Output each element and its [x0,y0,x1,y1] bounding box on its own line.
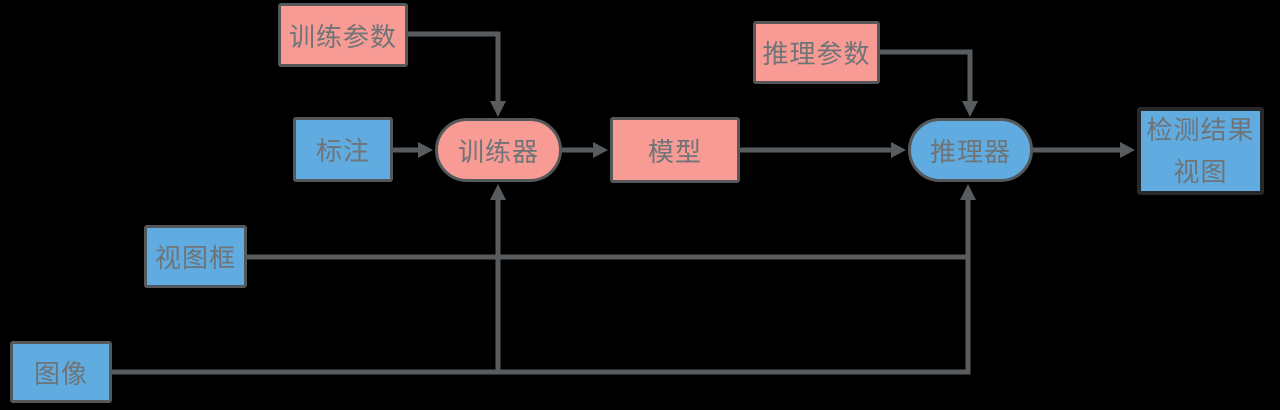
node-result-view-label-line1: 检测结果 [1146,115,1255,145]
node-model-label: 模型 [647,136,702,167]
edge-inferencer-to-result-view [1033,142,1135,158]
edge-image-to-inferencer [112,184,976,375]
edge-infer-params-to-inferencer [880,49,978,117]
edge-annotation-to-trainer [393,142,433,158]
node-image: 图像 [10,341,112,403]
edge-trainer-to-model [562,142,608,158]
edge-model-to-inferencer [740,142,906,158]
node-train-params-label: 训练参数 [288,21,397,52]
node-train-params: 训练参数 [278,3,408,67]
node-inferencer: 推理器 [908,118,1033,182]
node-trainer: 训练器 [435,118,562,182]
node-trainer-label: 训练器 [457,136,539,167]
node-result-view-label-line2: 视图 [1173,157,1228,187]
node-view-frame-label: 视图框 [154,243,236,273]
node-infer-params-label: 推理参数 [762,39,871,69]
node-inferencer-label: 推理器 [929,136,1011,167]
node-model: 模型 [610,117,740,183]
node-view-frame: 视图框 [144,225,247,288]
edge-image-to-trainer [490,184,506,372]
node-annotation-label: 标注 [315,136,370,166]
edge-train-params-to-trainer [408,31,506,117]
node-annotation: 标注 [293,117,393,182]
node-image-label: 图像 [33,358,88,389]
node-infer-params: 推理参数 [753,21,880,84]
node-result-view: 检测结果 视图 [1137,107,1264,195]
